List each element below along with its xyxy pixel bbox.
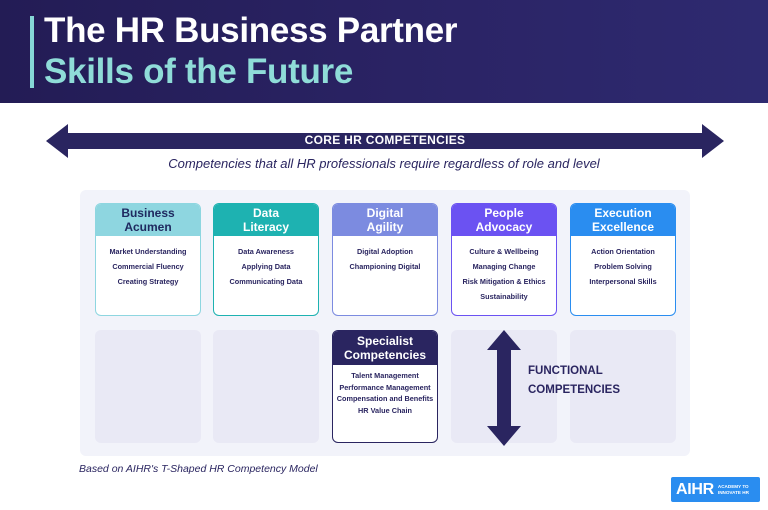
page-title-line2: Skills of the Future (44, 52, 354, 91)
skill-item: Compensation and Benefits (336, 394, 434, 403)
skill-item: Digital Adoption (356, 247, 414, 256)
card-skill-list: Talent Management Performance Management… (333, 365, 437, 416)
skill-item: Action Orientation (591, 247, 655, 256)
empty-slot (95, 330, 201, 443)
core-subtitle: Competencies that all HR professionals r… (168, 156, 600, 171)
skill-item: Communicating Data (229, 277, 303, 286)
skill-item: Championing Digital (349, 262, 421, 271)
skill-item: Creating Strategy (117, 277, 179, 286)
core-competencies-label: CORE HR COMPETENCIES (304, 133, 466, 147)
empty-slot (570, 330, 676, 443)
empty-slot (213, 330, 319, 443)
accent-bar (30, 16, 34, 88)
model-footnote: Based on AIHR's T-Shaped HR Competency M… (79, 463, 318, 475)
skill-item: Problem Solving (594, 262, 652, 271)
card-skill-list: Culture & Wellbeing Managing Change Risk… (452, 236, 556, 304)
skill-item: Managing Change (472, 262, 536, 271)
core-double-arrow (46, 124, 724, 158)
card-skill-list: Action Orientation Problem Solving Inter… (571, 236, 675, 289)
skill-item: Applying Data (241, 262, 291, 271)
skill-item: Data Awareness (238, 247, 294, 256)
functional-vertical-arrow (487, 330, 521, 446)
skill-item: Interpersonal Skills (589, 277, 657, 286)
card-skill-list: Digital Adoption Championing Digital (333, 236, 437, 274)
skill-item: Talent Management (351, 371, 419, 380)
skill-item: HR Value Chain (358, 405, 412, 415)
skill-item: Culture & Wellbeing (469, 247, 539, 256)
page-title-line1: The HR Business Partner (44, 11, 458, 50)
skill-item: Market Understanding (109, 247, 187, 256)
card-skill-list: Data Awareness Applying Data Communicati… (214, 236, 318, 289)
skill-item: Sustainability (480, 292, 528, 301)
skill-item: Performance Management (339, 382, 431, 392)
skill-item: Risk Mitigation & Ethics (462, 277, 546, 286)
header-banner: The HR Business Partner Skills of the Fu… (0, 0, 768, 103)
card-skill-list: Market Understanding Commercial Fluency … (96, 236, 200, 289)
skill-item: Commercial Fluency (112, 262, 184, 271)
logo-wordmark: AIHR (676, 480, 714, 498)
